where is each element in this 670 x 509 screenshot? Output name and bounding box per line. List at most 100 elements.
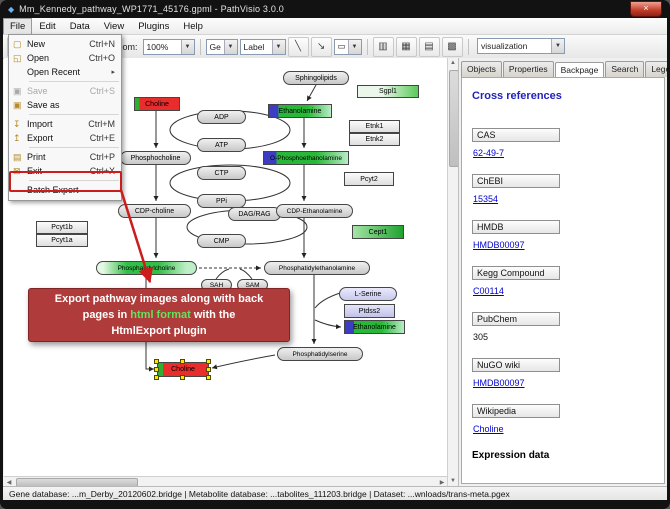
selection-handle[interactable]	[154, 367, 159, 372]
pathway-node-adp[interactable]: ADP	[197, 110, 246, 124]
menu-plugins[interactable]: Plugins	[138, 20, 170, 32]
pathway-node-ppi[interactable]: PPi	[197, 194, 246, 208]
scroll-down-icon[interactable]: ▼	[450, 478, 456, 484]
pathway-node-cdp-choline[interactable]: CDP-choline	[118, 204, 191, 218]
menu-item-label: Open Recent	[27, 67, 81, 77]
menu-item-new[interactable]: ▢ New Ctrl+N	[9, 37, 121, 51]
zoom-value: 100%	[146, 41, 169, 52]
xref-link[interactable]: 62-49-7	[473, 148, 505, 158]
xref-link[interactable]: HMDB00097	[473, 240, 525, 250]
pathway-node-atp[interactable]: ATP	[197, 138, 246, 152]
pathway-node-sgpl1[interactable]: Sgpl1	[357, 85, 419, 98]
visualization-combobox[interactable]: visualization ▼	[477, 38, 565, 54]
pathway-node-pcyt1b[interactable]: Pcyt1b	[36, 221, 88, 234]
menu-file[interactable]: File	[3, 18, 33, 34]
pathway-canvas[interactable]: Sphingolipids Sgpl1 Choline Ethanolamine…	[4, 58, 447, 476]
menu-item-import[interactable]: ↧ Import Ctrl+M	[9, 117, 121, 131]
tab-objects[interactable]: Objects	[461, 61, 502, 77]
scroll-up-icon[interactable]: ▲	[450, 60, 456, 66]
xref-link[interactable]: Choline	[473, 424, 504, 434]
menu-item-print[interactable]: ▤ Print Ctrl+P	[9, 150, 121, 164]
align-top-icon[interactable]: ▤	[418, 36, 440, 57]
menu-item-label: Batch Export	[27, 185, 79, 195]
selection-handle[interactable]	[180, 359, 185, 364]
selection-handle[interactable]	[180, 375, 185, 380]
pathway-node-cdp-ethanolamine[interactable]: CDP-Ethanolamine	[276, 204, 353, 218]
menu-edit[interactable]: Edit	[39, 20, 56, 32]
pathway-node-ethanolamine-2[interactable]: Ethanolamine	[344, 320, 405, 334]
pathway-node-pcyt2[interactable]: Pcyt2	[344, 172, 394, 186]
pathway-node-phosphocholine[interactable]: Phosphocholine	[120, 151, 191, 165]
app-icon: ◆	[8, 4, 15, 14]
menu-item-batch-export[interactable]: Batch Export	[9, 183, 121, 197]
pathway-node-choline[interactable]: Choline	[134, 97, 180, 111]
shape-icon: ▭	[337, 41, 346, 51]
pathway-node-o-phosphoethanolamine[interactable]: O-Phosphoethanolamine	[263, 151, 349, 165]
pathway-node-sphingolipids[interactable]: Sphingolipids	[283, 71, 349, 85]
print-icon: ▤	[13, 151, 22, 162]
tab-properties[interactable]: Properties	[502, 61, 554, 77]
pathway-node-phosphatidylserine[interactable]: Phosphatidylserine	[277, 347, 363, 361]
menu-item-label: Exit	[27, 166, 43, 176]
new-file-icon: ▢	[13, 38, 22, 49]
menu-item-shortcut: Ctrl+M	[88, 119, 115, 129]
pathway-node-ctp[interactable]: CTP	[197, 166, 246, 180]
xref-database-name: HMDB	[472, 220, 560, 234]
pathway-node-dag[interactable]: DAG/RAG	[228, 207, 281, 221]
menu-view[interactable]: View	[103, 20, 125, 32]
pathway-node-cmp[interactable]: CMP	[197, 234, 246, 248]
scroll-right-icon[interactable]: ▶	[439, 479, 445, 486]
xref-link[interactable]: C00114	[473, 286, 504, 296]
menu-item-shortcut: Ctrl+N	[89, 39, 115, 49]
selection-handle[interactable]	[206, 375, 211, 380]
menu-item-save-as[interactable]: ▣ Save as	[9, 98, 121, 112]
menu-item-open-recent[interactable]: Open Recent ▸	[9, 65, 121, 79]
datanode-type-combobox[interactable]: Ge ▼	[205, 38, 238, 55]
close-button[interactable]: ×	[630, 1, 662, 17]
menu-item-label: Export	[27, 133, 54, 143]
pathway-node-ptdss2[interactable]: Ptdss2	[344, 304, 395, 318]
xref-link[interactable]: 15354	[473, 194, 499, 204]
xref-section-kegg: Kegg Compound C00114	[472, 266, 664, 299]
menu-item-label: Print	[27, 152, 46, 162]
tab-backpage[interactable]: Backpage	[554, 62, 605, 78]
xref-section-nugo: NuGO wiki HMDB00097	[472, 358, 664, 391]
menu-item-save[interactable]: ▣ Save Ctrl+S	[9, 84, 121, 98]
menu-item-exit[interactable]: ⊠ Exit Ctrl+X	[9, 164, 121, 178]
pathway-node-l-serine[interactable]: L-Serine	[339, 287, 397, 301]
selection-handle[interactable]	[206, 367, 211, 372]
tab-search[interactable]: Search	[605, 61, 645, 77]
label-tool-combobox[interactable]: Label ▼	[239, 38, 286, 55]
horizontal-scrollbar[interactable]: ◀ ▶	[4, 476, 447, 487]
pathway-node-cept1[interactable]: Cept1	[352, 225, 404, 239]
xref-link[interactable]: HMDB00097	[473, 378, 525, 388]
xref-database-name: Kegg Compound	[472, 266, 560, 280]
selection-handle[interactable]	[154, 375, 159, 380]
pathway-node-etnk2[interactable]: Etnk2	[349, 133, 400, 146]
datanode-type-value: Ge	[209, 41, 221, 52]
distribute-icon[interactable]: ▩	[441, 36, 463, 57]
pathway-node-pcyt1a[interactable]: Pcyt1a	[36, 234, 88, 247]
align-left-icon[interactable]: ▥	[372, 36, 394, 57]
line-tool-icon[interactable]: ╲	[287, 36, 309, 57]
arrow-tool-icon[interactable]: ↘	[310, 36, 332, 57]
pathway-node-ethanolamine[interactable]: Ethanolamine	[268, 104, 332, 118]
zoom-label: Zoom:	[112, 41, 138, 52]
menu-item-open[interactable]: ◱ Open Ctrl+O	[9, 51, 121, 65]
menu-separator	[29, 114, 119, 115]
vertical-scrollbar[interactable]: ▲ ▼	[447, 58, 459, 486]
menu-data[interactable]: Data	[69, 20, 90, 32]
tab-legend[interactable]: Legend	[645, 61, 667, 77]
scroll-left-icon[interactable]: ◀	[6, 479, 12, 486]
selection-handle[interactable]	[206, 359, 211, 364]
pathway-node-phosphatidylcholine[interactable]: Phosphatidylcholine	[96, 261, 197, 275]
menu-help[interactable]: Help	[183, 20, 203, 32]
shapes-combobox[interactable]: ▭ ▼	[333, 38, 362, 55]
zoom-combobox[interactable]: 100% ▼	[142, 38, 195, 55]
pathway-node-phosphatidylethanolamine[interactable]: Phosphatidylethanolamine	[264, 261, 370, 275]
align-center-icon[interactable]: ▦	[395, 36, 417, 57]
selection-handle[interactable]	[154, 359, 159, 364]
pathway-node-etnk1[interactable]: Etnk1	[349, 120, 400, 133]
menu-item-export[interactable]: ↥ Export Ctrl+E	[9, 131, 121, 145]
